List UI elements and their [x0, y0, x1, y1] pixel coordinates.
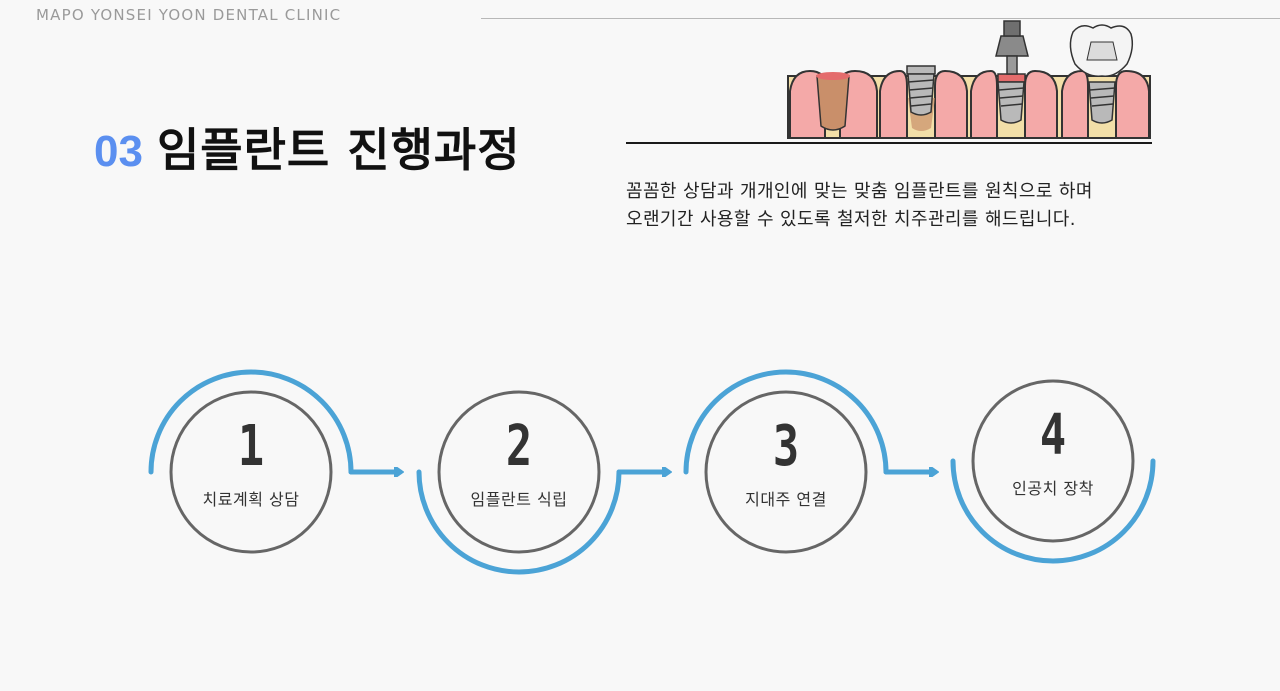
extraction-socket — [816, 75, 850, 131]
step-2-label: 임플란트 식립 — [470, 490, 568, 509]
step-1-arc — [148, 369, 354, 475]
implant-illustration — [787, 20, 1151, 139]
description-line-2: 오랜기간 사용할 수 있도록 철저한 치주관리를 해드립니다. — [626, 209, 1076, 230]
section-heading: 임플란트 진행과정 — [156, 123, 521, 177]
step-3-number: 3 — [772, 414, 800, 479]
description-line-1: 꼼꼼한 상담과 개개인에 맞는 맞춤 임플란트를 원칙으로 하며 — [626, 181, 1093, 202]
title-divider — [626, 142, 1152, 144]
step-4-circle — [971, 379, 1135, 543]
section-number: 03 — [94, 127, 143, 176]
step-2-circle — [437, 390, 601, 554]
step-2-arc — [416, 469, 622, 575]
step-1-number: 1 — [237, 414, 265, 479]
section-description: 꼼꼼한 상담과 개개인에 맞는 맞춤 임플란트를 원칙으로 하며 오랜기간 사용… — [626, 178, 1186, 234]
implant-abutment — [995, 20, 1029, 124]
top-divider — [481, 18, 1280, 19]
implant-fixture — [906, 65, 936, 116]
step-1-circle — [169, 390, 333, 554]
step-3-circle — [704, 390, 868, 554]
step-2-number: 2 — [505, 414, 533, 479]
step-4-arc — [950, 458, 1156, 564]
section-title: 03 임플란트 진행과정 — [94, 114, 521, 180]
step-3-label: 지대주 연결 — [745, 490, 827, 509]
implant-crown — [1069, 24, 1134, 124]
step-3-arc — [683, 369, 889, 475]
step-4-number: 4 — [1039, 403, 1067, 468]
gum-2 — [879, 69, 968, 139]
clinic-brand: MAPO YONSEI YOON DENTAL CLINIC — [36, 6, 342, 24]
step-4-label: 인공치 장착 — [1012, 479, 1094, 498]
step-1-label: 치료계획 상담 — [202, 490, 300, 509]
